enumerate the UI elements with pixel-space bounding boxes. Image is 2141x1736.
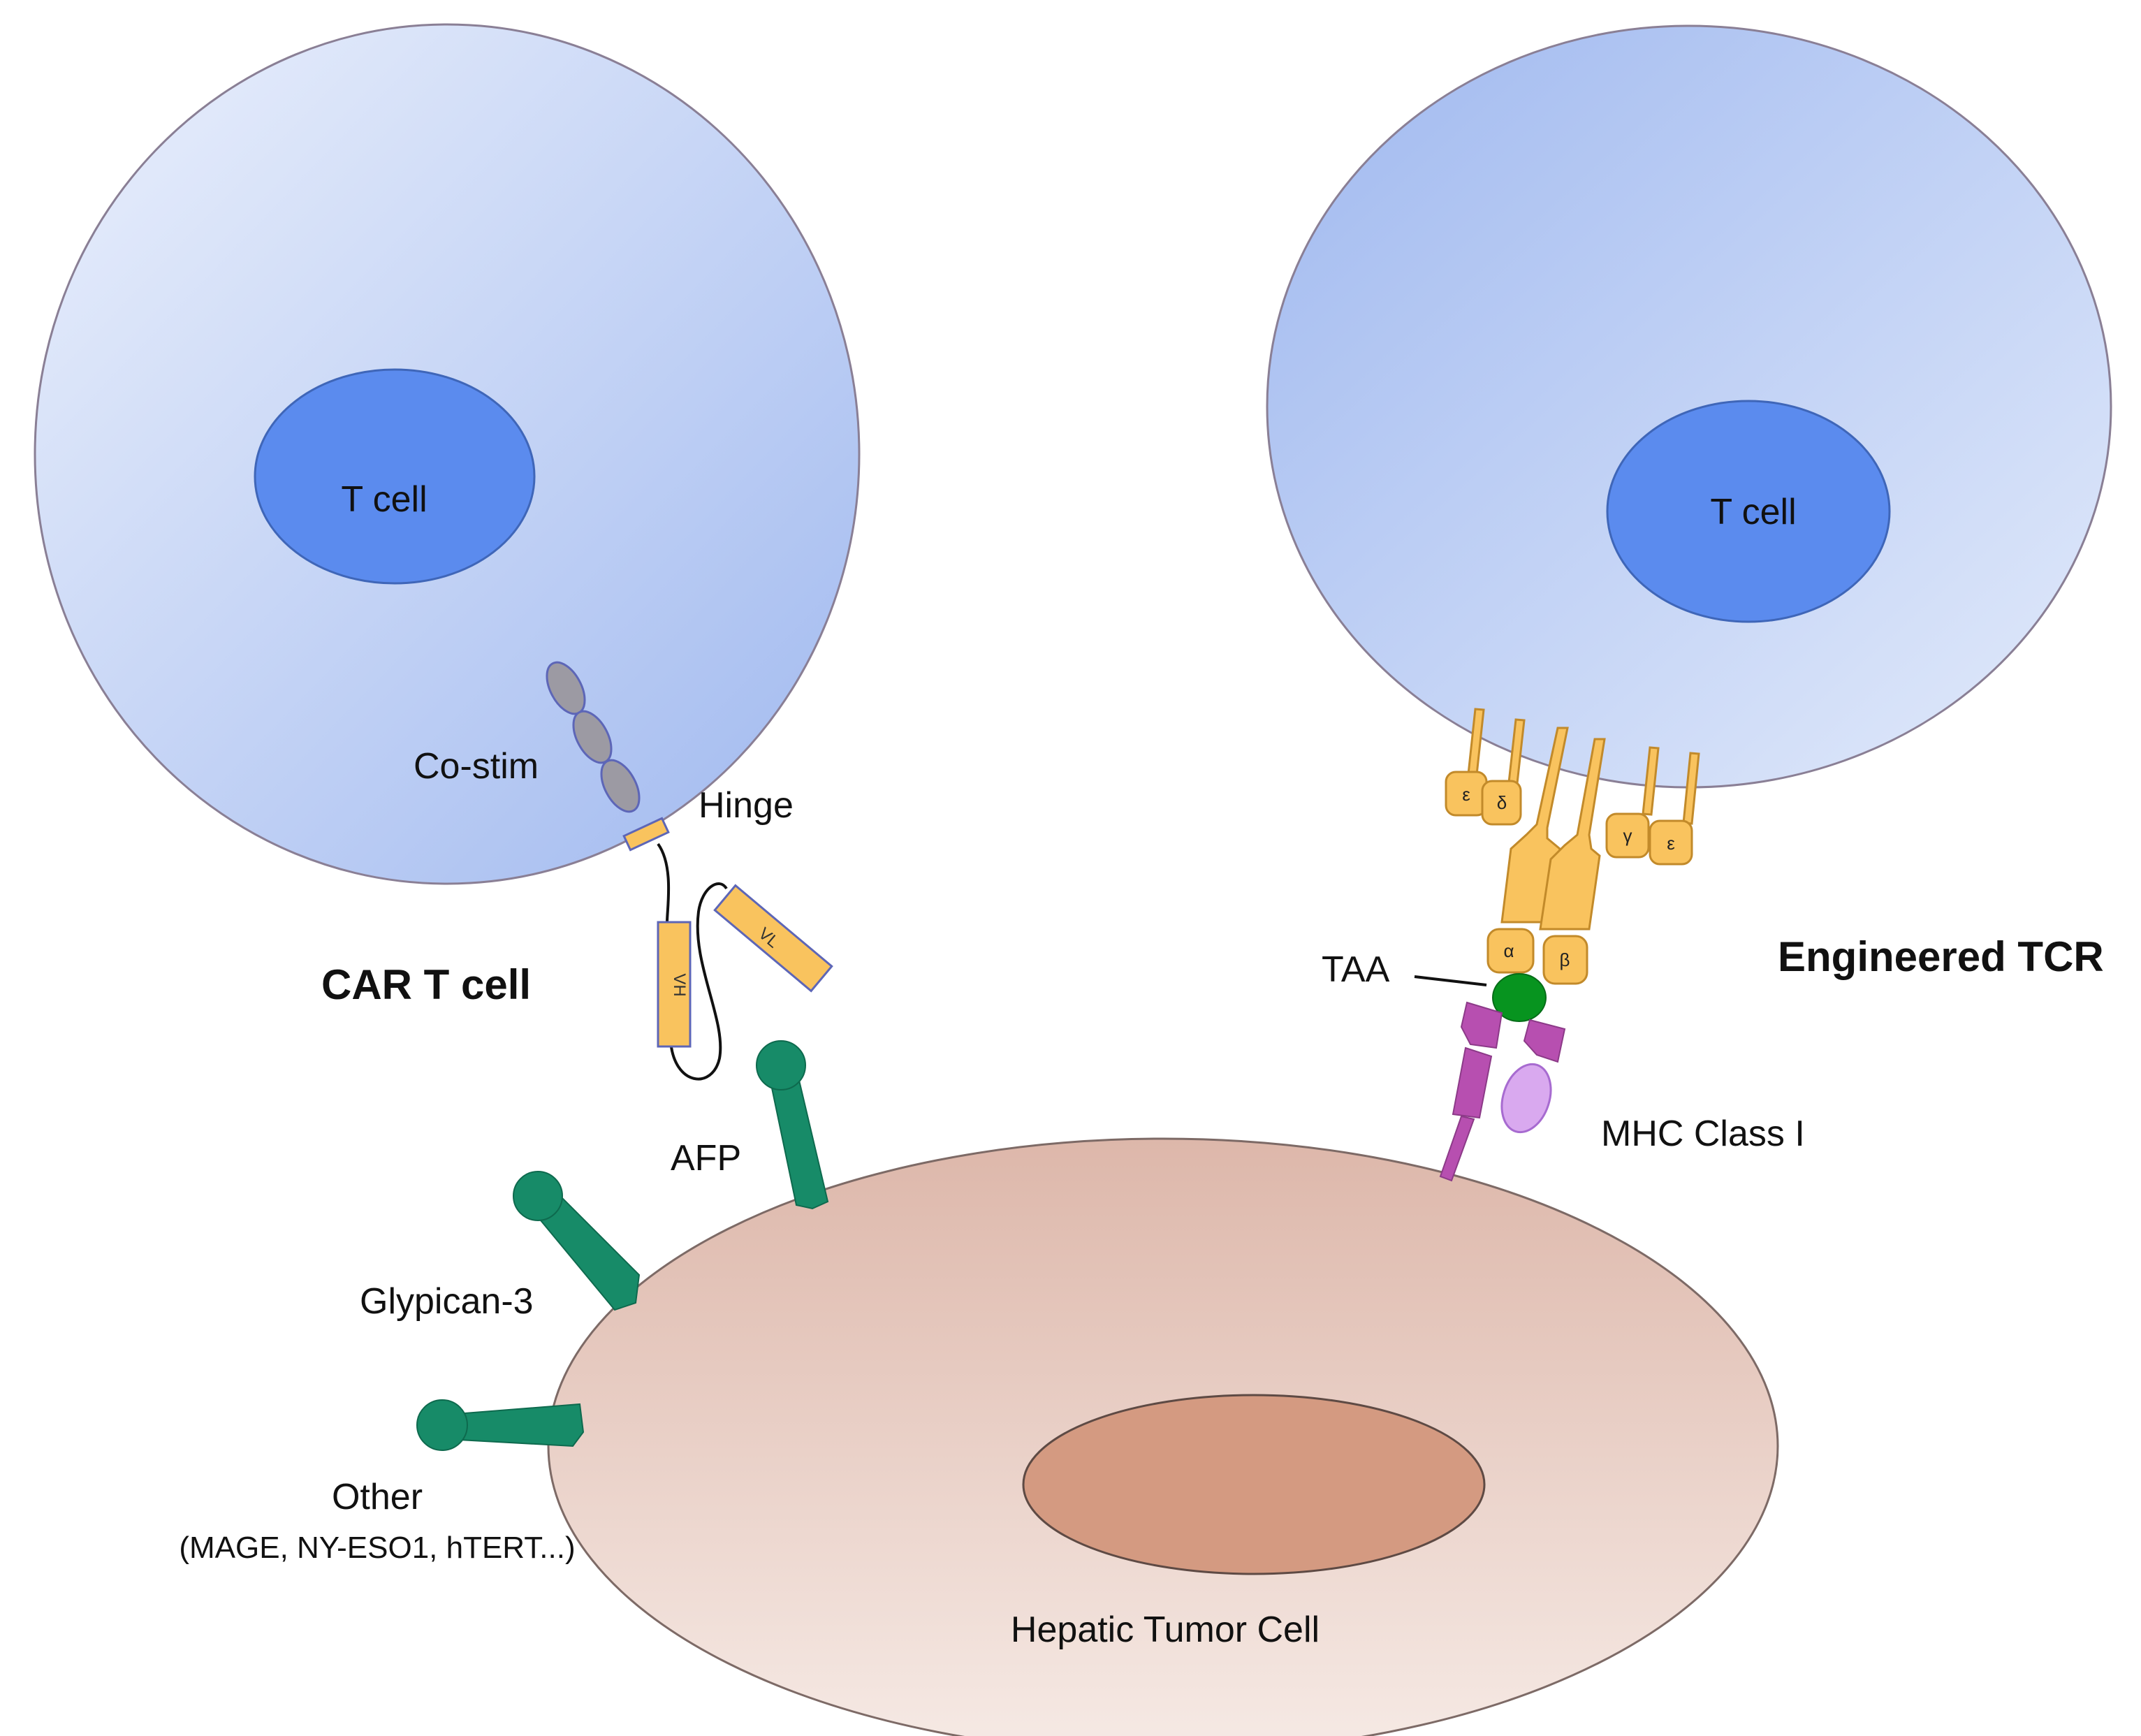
- tcr-alpha-label: α: [1503, 940, 1514, 961]
- mhc-alpha3-domain: [1452, 1046, 1493, 1119]
- other-antigen: [416, 1399, 585, 1451]
- tcr-chain-labels: ε δ γ ε α β: [1462, 784, 1675, 970]
- car-t-cell-title: CAR T cell: [321, 961, 531, 1008]
- taa-pointer-line: [1414, 975, 1487, 986]
- vh-rect: [657, 921, 692, 1048]
- engineered-tcr-title: Engineered TCR: [1778, 933, 2104, 980]
- cd3-epsilon-right-label: ε: [1667, 833, 1675, 854]
- hepatic-tumor-cell: Hepatic Tumor Cell: [547, 1137, 1779, 1736]
- mhc-heavy-chain-right: [1523, 1019, 1566, 1063]
- cd3-epsilon-left-label: ε: [1462, 784, 1470, 805]
- tumor-cell-label: Hepatic Tumor Cell: [1011, 1610, 1320, 1650]
- beta2-microglobulin: [1500, 1063, 1552, 1134]
- car-t-cell-nucleus: [254, 368, 536, 585]
- vh-label: VH: [670, 973, 689, 996]
- cd3-delta-label: δ: [1497, 792, 1507, 813]
- afp-head: [756, 1040, 806, 1091]
- car-t-nucleus-label: T cell: [341, 479, 427, 520]
- mhc-class-i: [1439, 1001, 1566, 1182]
- glypican-3-label: Glypican-3: [360, 1281, 534, 1322]
- cd3-gamma-label: γ: [1623, 825, 1632, 846]
- tcr-nucleus-label: T cell: [1710, 492, 1796, 532]
- hinge-label: Hinge: [699, 785, 794, 826]
- afp-antigen: [756, 1040, 829, 1210]
- vh-domain: VH: [657, 921, 692, 1048]
- tcr-alpha-variable: [1486, 928, 1535, 974]
- glypican-3-antigen: [513, 1171, 641, 1311]
- afp-label: AFP: [671, 1138, 741, 1179]
- mhc-transmembrane-stalk: [1439, 1115, 1475, 1182]
- cd3-epsilon-right-domain: [1649, 819, 1693, 866]
- tcr-beta-label: β: [1560, 949, 1570, 970]
- costim-domain-3: [600, 759, 641, 813]
- vl-rect: [713, 884, 833, 993]
- mhc-label: MHC Class I: [1601, 1114, 1805, 1154]
- afp-stalk: [769, 1073, 829, 1210]
- tcr-beta-variable: [1542, 935, 1588, 985]
- other-examples-label: (MAGE, NY-ESO1, hTERT...): [179, 1531, 575, 1565]
- other-label: Other: [332, 1477, 423, 1517]
- taa-peptide: [1492, 973, 1547, 1022]
- scfv-linker: [657, 843, 728, 1081]
- tcr-t-cell: T cell: [1266, 24, 2112, 789]
- hinge: [622, 817, 670, 852]
- tcr-t-cell-nucleus: [1606, 400, 1891, 623]
- cd3-gamma-stalk: [1642, 746, 1660, 816]
- tumor-cell-nucleus: [1022, 1394, 1486, 1575]
- tcr-complex: [1445, 708, 1700, 985]
- tcr-beta-chain: [1539, 738, 1606, 931]
- cd3-delta-domain: [1481, 780, 1522, 826]
- other-antigen-head: [416, 1399, 468, 1451]
- car-t-cell: T cell: [34, 23, 861, 885]
- tcr-t-cell-body: [1266, 24, 2112, 789]
- costim-domains: [546, 661, 641, 813]
- glypican-3-head: [513, 1171, 563, 1221]
- cd3-epsilon-right-stalk: [1682, 752, 1700, 825]
- vl-domain: VL: [713, 884, 833, 993]
- mhc-heavy-chain-left: [1460, 1001, 1503, 1049]
- costim-label: Co-stim: [414, 746, 539, 787]
- taa-label: TAA: [1322, 949, 1390, 990]
- cd3-gamma-domain: [1605, 812, 1650, 859]
